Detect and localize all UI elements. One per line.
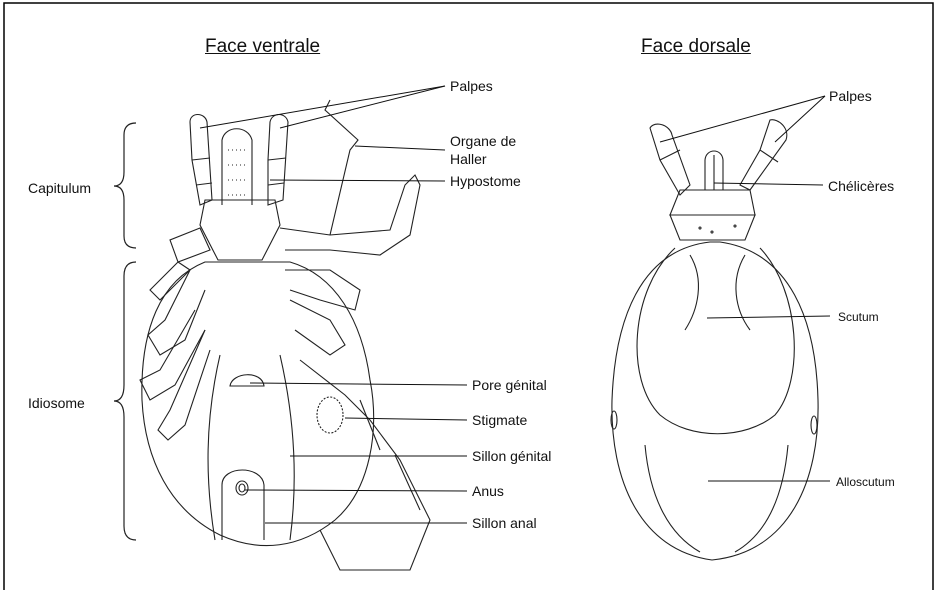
genital-pore [230,375,264,386]
right-leg-1-tarsus [325,100,358,235]
texture-dot-3 [711,231,713,233]
dorsal-tick-drawing [611,120,818,560]
genital-groove-right [280,355,294,540]
left-leg-4 [158,330,210,440]
ventral-leader-lines [200,86,467,523]
outer-border [4,3,933,590]
right-leg-4 [300,360,430,570]
palpes-leader-2 [280,86,445,128]
palpes-leader-1 [200,86,445,128]
basis-capituli [200,200,280,260]
hypostome-shape [222,129,252,205]
dorsal-basis-upper [670,190,755,215]
lateral-groove-right [735,445,788,552]
anus-shape [236,481,248,495]
left-leg-3 [140,310,205,400]
stigmate-leader [345,418,467,420]
genital-groove-left [208,355,220,540]
capitulum-brace [114,123,136,248]
chelicerae-leader [714,183,823,185]
dorsal-palp-right [740,120,787,190]
hypostome-denticles [228,150,246,195]
dorsal-leader-lines [660,96,830,481]
palp-left-seg2 [196,183,212,185]
texture-dot-2 [734,225,736,227]
dorsal-palp-left-seg [660,150,680,160]
ventral-tick-drawing [140,100,430,570]
ventral-body-outline [142,262,374,546]
stigmate-shape [317,397,343,433]
palp-right-seg1 [268,158,286,160]
idiosome-brace [114,262,136,540]
right-leg-2 [285,270,360,310]
anus-leader [245,490,467,491]
organe-leader [355,146,445,150]
dorsal-palp-right-seg [760,150,778,162]
dorsal-basis-capituli [670,215,755,240]
scutum-leader [707,316,830,318]
scutum-outline [637,248,794,434]
cervical-groove-left [685,255,698,330]
lateral-groove-left [645,445,700,552]
right-leg-1 [280,175,420,255]
right-leg-4-segments [360,400,420,510]
anus-inner [239,484,245,492]
right-leg-3 [290,300,345,355]
palp-left-seg1 [192,158,210,160]
texture-dot-1 [699,227,701,229]
pore-genital-leader [250,383,467,385]
anal-plate [222,470,264,540]
cervical-groove-right [736,255,750,330]
hypostome-leader [270,180,445,181]
marginal-mark-right [811,416,817,434]
dorsal-palp-left [650,124,690,195]
dorsal-body-outline [612,242,818,560]
palp-right-seg2 [268,183,284,185]
